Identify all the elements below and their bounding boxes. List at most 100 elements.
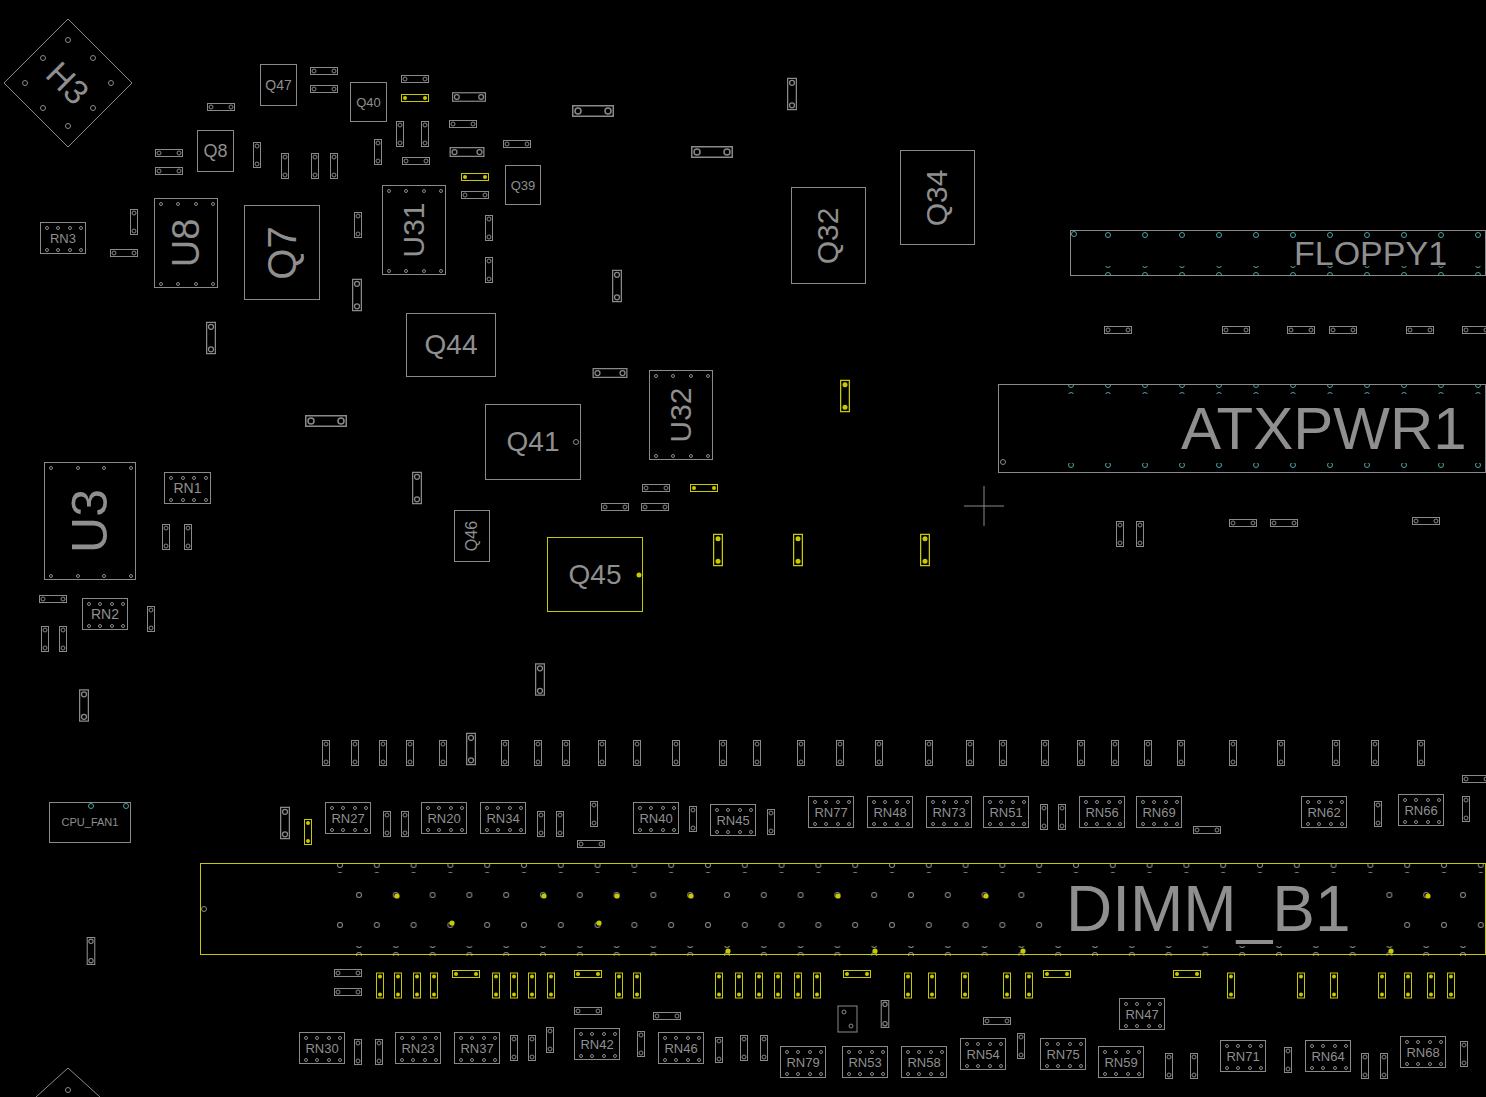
hole-diamond bbox=[23, 81, 28, 86]
pin-pad bbox=[715, 808, 719, 812]
pin-pad bbox=[434, 1058, 438, 1062]
small-vertical-parts bbox=[353, 279, 362, 310]
resistor-network: RN1 bbox=[164, 472, 211, 504]
resistor-network: RN56 bbox=[1079, 796, 1125, 828]
small-horizontal-parts bbox=[1044, 971, 1071, 978]
pin-pad bbox=[1403, 798, 1407, 802]
pin-pad bbox=[110, 602, 114, 606]
connector-pins bbox=[1066, 384, 1486, 394]
pin-pad bbox=[824, 800, 828, 804]
pin-pad bbox=[672, 806, 676, 810]
part-label: Q47 bbox=[265, 78, 291, 92]
connector-pins bbox=[1385, 891, 1486, 901]
connector-pins bbox=[202, 907, 207, 912]
pin-pad bbox=[1340, 800, 1344, 804]
pin-pad bbox=[1084, 822, 1088, 826]
pin-pad bbox=[672, 828, 676, 832]
pin-pad bbox=[56, 248, 60, 252]
pin-pad bbox=[192, 498, 196, 502]
pin-pad bbox=[176, 202, 180, 206]
pin-pad bbox=[1124, 1024, 1128, 1028]
pin-pad bbox=[1118, 800, 1122, 804]
pin-pad bbox=[1158, 1024, 1162, 1028]
resistor-row-top bbox=[926, 741, 933, 766]
resistor-row-bottom bbox=[1228, 973, 1235, 998]
pin-pad bbox=[808, 1072, 812, 1076]
pin-pad bbox=[590, 1054, 594, 1058]
small-vertical-parts bbox=[1018, 1034, 1025, 1059]
resistor-row-bottom bbox=[1298, 973, 1305, 998]
pin-pad bbox=[1248, 1044, 1252, 1048]
small-vertical-parts bbox=[305, 820, 312, 845]
component-outline: Q44 bbox=[406, 313, 496, 377]
pin-pad bbox=[338, 1036, 342, 1040]
connector-pins bbox=[614, 893, 619, 898]
pin-pad bbox=[999, 822, 1003, 826]
pin-pad bbox=[1045, 1064, 1049, 1068]
connector-pins bbox=[688, 893, 693, 898]
pin-pad bbox=[686, 1058, 690, 1062]
pin-pad bbox=[697, 1036, 701, 1040]
small-vertical-parts bbox=[511, 1036, 518, 1061]
pin-pad bbox=[847, 800, 851, 804]
pin-pad bbox=[508, 828, 512, 832]
resistor-row-top bbox=[720, 741, 727, 766]
small-vertical-parts bbox=[402, 812, 409, 837]
part-label: U31 bbox=[399, 202, 429, 257]
pin-pad bbox=[942, 800, 946, 804]
pin-pad bbox=[988, 1042, 992, 1046]
pin-pad bbox=[181, 498, 185, 502]
pin-pad bbox=[671, 454, 675, 458]
pin-pad bbox=[649, 806, 653, 810]
resistor-row-bottom bbox=[395, 973, 402, 998]
resistor-row-top bbox=[837, 741, 844, 766]
pin-pad bbox=[1056, 1042, 1060, 1046]
component-outline: CPU_FAN1 bbox=[49, 802, 131, 843]
pin-pad bbox=[813, 822, 817, 826]
pin-pad bbox=[1011, 800, 1015, 804]
small-horizontal-parts bbox=[1413, 518, 1440, 525]
pin-pad bbox=[411, 1036, 415, 1040]
pin-pad bbox=[813, 800, 817, 804]
resistor-row-top bbox=[599, 741, 606, 766]
pin-pad bbox=[194, 202, 198, 206]
connector-pins bbox=[336, 918, 1055, 928]
pin-pad bbox=[422, 269, 426, 273]
small-vertical-parts bbox=[538, 812, 545, 837]
pin-pad bbox=[663, 1058, 667, 1062]
small-vertical-parts bbox=[467, 733, 476, 764]
pin-pad bbox=[1141, 822, 1145, 826]
small-vertical-parts bbox=[768, 810, 775, 835]
pin-pad bbox=[663, 1036, 667, 1040]
pin-pad bbox=[824, 822, 828, 826]
pin-pad bbox=[671, 374, 675, 378]
resistor-network: RN54 bbox=[960, 1038, 1006, 1070]
pin-pad bbox=[211, 202, 215, 206]
pin-pad bbox=[1428, 1062, 1432, 1066]
pin-pad bbox=[459, 1036, 463, 1040]
pin-pad bbox=[638, 828, 642, 832]
hole-diamond bbox=[109, 81, 114, 86]
pin-pad bbox=[493, 1036, 497, 1040]
small-vertical-parts bbox=[1375, 802, 1382, 827]
resistor-row-top bbox=[798, 741, 805, 766]
small-horizontal-parts bbox=[306, 416, 347, 427]
resistor-row-bottom bbox=[529, 973, 536, 998]
pin-pad bbox=[697, 1058, 701, 1062]
connector-pins bbox=[1385, 918, 1486, 928]
resistor-row-top bbox=[1418, 741, 1425, 766]
misc-outline bbox=[838, 1006, 857, 1032]
small-vertical-parts bbox=[131, 210, 138, 235]
small-horizontal-parts bbox=[450, 148, 484, 157]
pin-pad bbox=[327, 1036, 331, 1040]
small-vertical-parts bbox=[1285, 1048, 1292, 1073]
small-vertical-parts bbox=[207, 322, 216, 353]
component-outline: Q34 bbox=[900, 150, 975, 245]
connector-pins bbox=[124, 804, 129, 809]
small-vertical-parts bbox=[1041, 805, 1048, 830]
resistor-network: RN27 bbox=[325, 802, 371, 834]
pin-pad bbox=[426, 806, 430, 810]
pin-pad bbox=[159, 282, 163, 286]
part-label: RN20 bbox=[427, 812, 460, 825]
pin-pad bbox=[613, 1032, 617, 1036]
